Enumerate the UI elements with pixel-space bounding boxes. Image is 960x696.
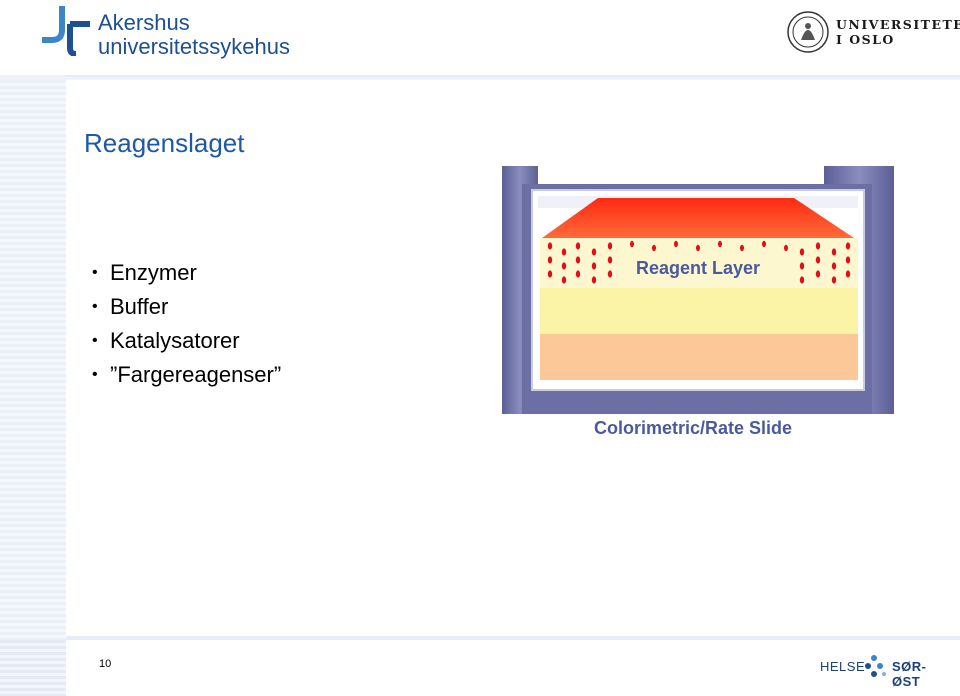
- reagent-drop: [799, 262, 805, 270]
- uio-seal-icon: [787, 11, 829, 53]
- bullet-item: • Buffer: [92, 290, 281, 324]
- reagent-drop: [815, 256, 821, 264]
- reagent-drop: [591, 262, 597, 270]
- bullet-dot-icon: •: [92, 366, 98, 383]
- bullet-item: • Katalysatorer: [92, 324, 281, 358]
- reagent-drop: [591, 248, 597, 256]
- reagent-drop: [591, 276, 597, 284]
- reagent-drop: [845, 256, 851, 264]
- reagent-drop: [762, 240, 766, 248]
- reagent-layer-figure: Reagent Layer: [502, 166, 894, 414]
- bottom-divider: [66, 636, 960, 640]
- bullet-dot-icon: •: [92, 264, 98, 281]
- helse-logo-left: HELSE: [820, 659, 866, 674]
- reagent-drop: [575, 256, 581, 264]
- reagent-drop: [561, 262, 567, 270]
- helse-dots-icon: [865, 655, 886, 677]
- reagent-drops: [547, 240, 851, 284]
- reagent-drop: [607, 242, 613, 250]
- reagent-drop: [815, 270, 821, 278]
- slide-title: Reagenslaget: [84, 128, 245, 158]
- bullet-dot-icon: •: [92, 332, 98, 349]
- reagent-layer-label: Reagent Layer: [636, 258, 760, 278]
- helse-logo-right: SØR-ØST: [892, 659, 927, 689]
- top-divider: [0, 75, 960, 80]
- reagent-drop: [547, 242, 553, 250]
- reagent-drop: [547, 256, 553, 264]
- figure-caption: Colorimetric/Rate Slide: [594, 418, 793, 438]
- bullet-text: Katalysatorer: [110, 328, 240, 353]
- reagent-drop: [845, 242, 851, 250]
- reagent-drop: [652, 244, 656, 252]
- reagent-drop: [674, 240, 678, 248]
- peach-layer: [540, 334, 858, 380]
- ahus-logo: Akershus universitetssykehus: [40, 4, 300, 60]
- reagent-drop: [575, 270, 581, 278]
- bottom-left-stripes: [0, 640, 66, 696]
- reagent-drop: [815, 242, 821, 250]
- reagent-drop: [799, 248, 805, 256]
- yellow-layer: [540, 288, 858, 334]
- ahus-logo-line1: Akershus: [98, 10, 190, 35]
- reagent-drop: [831, 262, 837, 270]
- ahus-logo-line2: universitetssykehus: [98, 34, 290, 59]
- reagent-drop: [831, 276, 837, 284]
- uio-logo-line2: I OSLO: [836, 32, 895, 47]
- reagent-drop: [799, 276, 805, 284]
- reagent-drop: [718, 240, 722, 248]
- reagent-mound: [542, 198, 854, 238]
- reagent-drop: [696, 244, 700, 252]
- helse-sor-ost-logo: HELSE SØR-ØST: [820, 654, 950, 689]
- left-margin-stripes: [0, 80, 66, 640]
- bullet-text: ”Fargereagenser”: [110, 362, 282, 387]
- reagent-drop: [561, 248, 567, 256]
- page-number: 10: [99, 658, 112, 670]
- bullet-text: Enzymer: [110, 260, 197, 285]
- reagent-drop: [607, 270, 613, 278]
- reagent-drop: [740, 244, 744, 252]
- reagent-drop: [784, 244, 788, 252]
- reagent-drop: [831, 248, 837, 256]
- uio-logo: UNIVERSITETET I OSLO: [786, 10, 960, 54]
- reagent-drop: [575, 242, 581, 250]
- reagent-drop: [561, 276, 567, 284]
- bullet-item: • ”Fargereagenser”: [92, 358, 281, 392]
- bullet-dot-icon: •: [92, 298, 98, 315]
- uio-logo-line1: UNIVERSITETET: [836, 17, 960, 32]
- reagent-drop: [607, 256, 613, 264]
- bullet-list: • Enzymer • Buffer • Katalysatorer • ”Farger…: [92, 256, 281, 392]
- reagent-drop: [547, 270, 553, 278]
- ahus-mark-icon: [42, 6, 90, 56]
- bullet-item: • Enzymer: [92, 256, 281, 290]
- bullet-text: Buffer: [110, 294, 169, 319]
- reagent-drop: [845, 270, 851, 278]
- reagent-drop: [630, 240, 634, 248]
